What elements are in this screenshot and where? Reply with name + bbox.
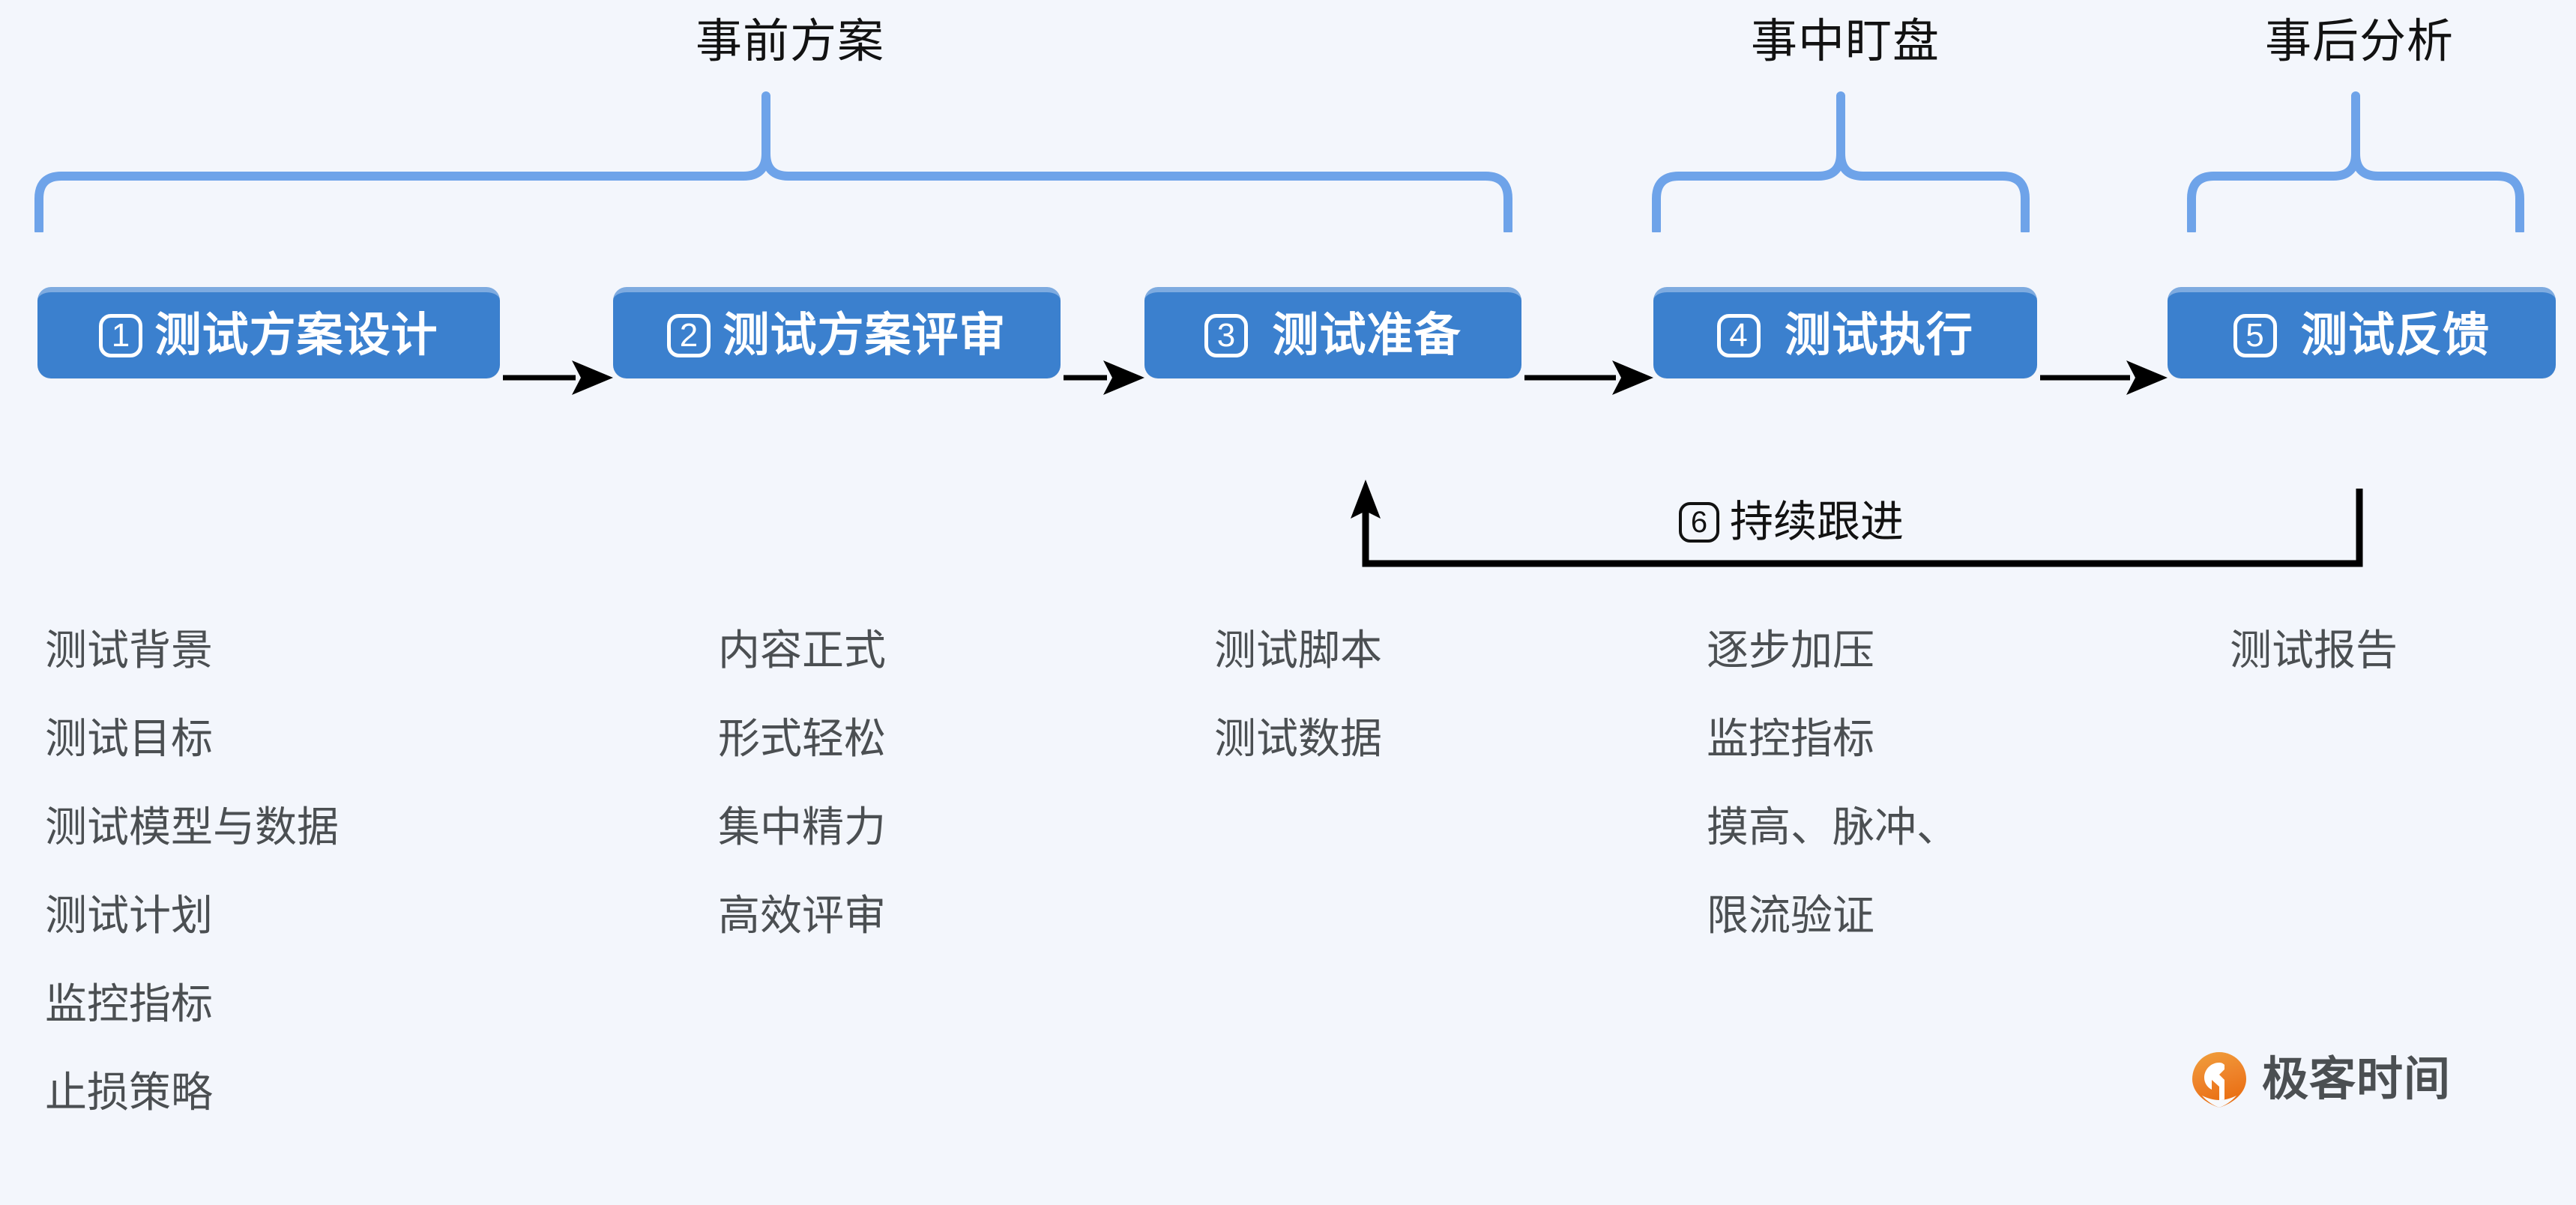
detail-item: 测试背景	[45, 626, 213, 674]
detail-item: 监控指标	[45, 980, 213, 1027]
detail-column-3: 测试脚本 测试数据	[1214, 629, 1382, 806]
step-1-text: 测试方案设计	[154, 309, 438, 361]
step-3-number: 3	[1204, 313, 1249, 357]
detail-item: 测试模型与数据	[45, 803, 339, 851]
step-3-label: 3 测试准备	[1204, 312, 1461, 359]
step-3-text: 测试准备	[1272, 309, 1462, 361]
detail-item: 测试计划	[45, 892, 213, 939]
arrow-step1-to-step2	[503, 355, 613, 400]
detail-item: 测试脚本	[1214, 626, 1382, 674]
detail-item: 摸高、脉冲、	[1707, 803, 1958, 851]
detail-item: 内容正式	[718, 626, 886, 674]
arrow-step3-to-step4	[1524, 355, 1653, 400]
arrow-step4-to-step5	[2040, 355, 2168, 400]
step-5-text: 测试反馈	[2300, 309, 2490, 361]
detail-item: 测试报告	[2230, 626, 2398, 674]
brace-during	[1647, 82, 2049, 232]
step-2-label: 2 测试方案评审	[667, 312, 1006, 359]
brand-logo: 极客时间	[2189, 1049, 2451, 1111]
brace-post	[2183, 82, 2544, 232]
step-box-3[interactable]: 3 测试准备	[1144, 287, 1521, 378]
step-box-1[interactable]: 1 测试方案设计	[37, 287, 500, 378]
step-4-number: 4	[1716, 313, 1761, 357]
step-box-4[interactable]: 4 测试执行	[1653, 287, 2037, 378]
feedback-loop-number: 6	[1679, 502, 1719, 543]
arrow-step2-to-step3	[1064, 355, 1144, 400]
detail-column-5: 测试报告	[2230, 629, 2398, 718]
detail-item: 止损策略	[45, 1069, 213, 1116]
detail-item: 监控指标	[1707, 715, 1874, 762]
step-box-2[interactable]: 2 测试方案评审	[613, 287, 1061, 378]
detail-item: 逐步加压	[1707, 626, 1874, 674]
detail-column-4: 逐步加压 监控指标 摸高、脉冲、 限流验证	[1707, 629, 1958, 983]
detail-item: 形式轻松	[718, 715, 886, 762]
feedback-loop-arrow	[1342, 480, 2376, 577]
feedback-loop-label: 6 持续跟进	[1679, 501, 1904, 544]
phase-label-during: 事中盯盘	[1750, 16, 1940, 67]
brace-pre	[30, 82, 1517, 232]
phase-label-pre: 事前方案	[695, 16, 884, 67]
step-1-label: 1 测试方案设计	[99, 312, 438, 359]
step-5-number: 5	[2233, 313, 2277, 357]
step-5-label: 5 测试反馈	[2233, 312, 2490, 359]
feedback-loop-text: 持续跟进	[1730, 498, 1904, 546]
step-2-text: 测试方案评审	[723, 309, 1007, 361]
step-box-5[interactable]: 5 测试反馈	[2168, 287, 2556, 378]
phase-label-post: 事后分析	[2264, 16, 2454, 67]
step-4-text: 测试执行	[1784, 309, 1973, 361]
detail-item: 测试目标	[45, 715, 213, 762]
detail-item: 集中精力	[718, 803, 886, 851]
detail-column-1: 测试背景 测试目标 测试模型与数据 测试计划 监控指标 止损策略	[45, 629, 339, 1160]
step-1-number: 1	[99, 313, 143, 357]
detail-item: 高效评审	[718, 892, 886, 939]
brand-name: 极客时间	[2262, 1054, 2452, 1105]
step-2-number: 2	[667, 313, 711, 357]
geektime-logo-icon	[2189, 1049, 2250, 1111]
step-4-label: 4 测试执行	[1716, 309, 1973, 361]
detail-item: 限流验证	[1707, 892, 1874, 939]
detail-column-2: 内容正式 形式轻松 集中精力 高效评审	[718, 629, 886, 983]
detail-item: 测试数据	[1214, 715, 1382, 762]
